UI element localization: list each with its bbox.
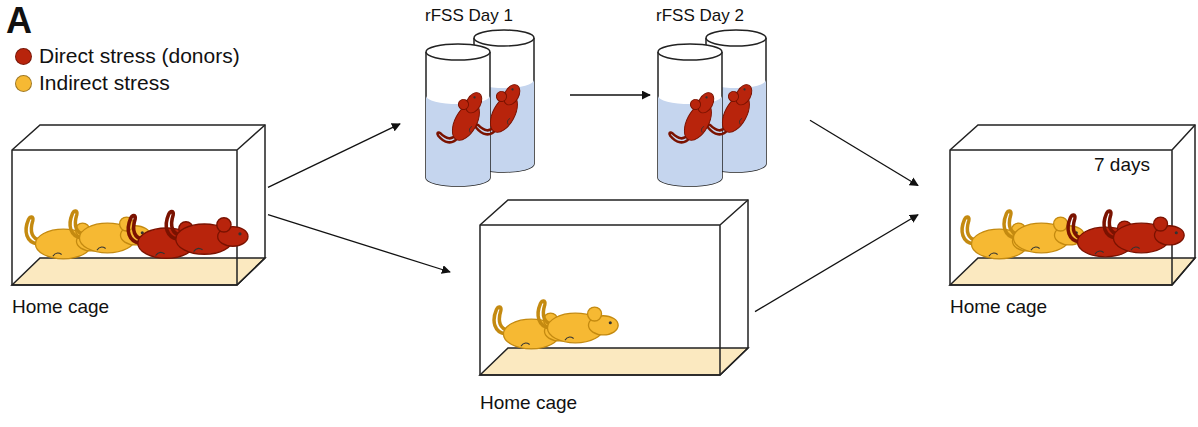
cage-node: Home cage — [10, 125, 268, 320]
legend-swatch — [15, 75, 32, 92]
node-label: rFSS Day 1 — [425, 7, 513, 26]
node-label: Home cage — [950, 297, 1047, 318]
cage-node: Home cage — [450, 195, 755, 415]
node-label: 7 days — [1094, 155, 1150, 176]
legend-row: Indirect stress — [15, 71, 170, 95]
cage-node: 7 daysHome cage — [918, 125, 1198, 320]
cage — [12, 125, 265, 285]
legend-row: Direct stress (donors) — [15, 44, 240, 68]
cage — [950, 125, 1195, 285]
legend-text: Indirect stress — [39, 71, 170, 95]
arrow — [570, 94, 650, 95]
node-label: rFSS Day 2 — [656, 7, 744, 26]
cage-node: rFSS Day 1 — [400, 5, 570, 185]
mouse-icons — [128, 212, 248, 259]
mouse-icons — [494, 301, 618, 349]
legend-swatch — [15, 48, 32, 65]
arrow — [268, 215, 450, 272]
panel-letter: A — [6, 0, 32, 42]
node-label: Home cage — [480, 393, 577, 414]
mouse-icons — [1068, 211, 1184, 257]
cage — [480, 200, 748, 375]
arrow — [755, 215, 918, 312]
mouse-icons — [962, 211, 1084, 259]
swim-cylinders — [426, 30, 766, 186]
arrow — [810, 120, 918, 185]
cage-node: rFSS Day 2 — [650, 5, 810, 185]
node-label: Home cage — [12, 297, 109, 318]
arrow — [268, 124, 400, 188]
legend-text: Direct stress (donors) — [39, 44, 240, 68]
